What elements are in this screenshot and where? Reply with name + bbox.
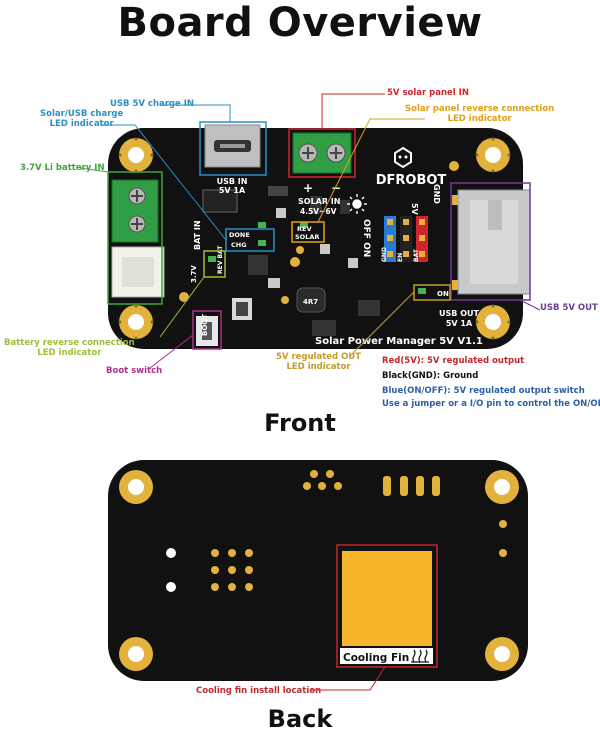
- callout-battery-in: 3.7V Li battery IN: [20, 163, 105, 173]
- callout-bat-rev-line2: LED indicator: [37, 348, 102, 358]
- pin-header: [384, 216, 428, 262]
- silk-usb-in: USB IN: [217, 177, 248, 186]
- jst-battery-connector: [111, 246, 165, 298]
- back-board: Cooling Fin: [108, 460, 528, 691]
- silk-gnd: GND: [432, 184, 441, 204]
- sun-icon: [347, 194, 367, 214]
- silk-plus: +: [303, 181, 313, 195]
- silk-off-on: OFF ON: [361, 219, 371, 257]
- legend-jumper: Use a jumper or a I/O pin to control the…: [382, 399, 600, 409]
- silk-done: DONE: [229, 231, 250, 239]
- callout-solar-rev: Solar panel reverse connection LED indic…: [405, 104, 554, 124]
- silk-bat-voltage: 3.7V: [190, 265, 198, 283]
- callout-boot-switch: Boot switch: [106, 366, 163, 376]
- page-title: Board Overview: [117, 0, 483, 46]
- silk-header-gnd: GND: [381, 247, 388, 262]
- cooling-fin-pad: Cooling Fin: [336, 544, 438, 668]
- silk-5v: 5V: [410, 203, 419, 216]
- callout-solar-rev-line2: LED indicator: [447, 114, 512, 124]
- silk-rev: REV: [297, 225, 311, 233]
- silk-brand: DFROBOT: [376, 173, 447, 188]
- silk-solar: SOLAR: [295, 233, 319, 241]
- back-label: Back: [267, 705, 333, 733]
- silk-solar-range: 4.5V~6V: [300, 207, 337, 216]
- battery-terminal: [111, 179, 159, 243]
- silk-solar-in: SOLAR IN: [298, 197, 340, 206]
- dfrobot-logo-icon: [394, 146, 412, 169]
- callout-charge-led: Solar/USB charge LED indicator: [40, 109, 123, 129]
- callout-out-led-line2: LED indicator: [286, 362, 351, 372]
- silk-boot: BOOT: [201, 314, 209, 336]
- usb-out-connector: [452, 189, 531, 295]
- callout-bat-rev: Battery reverse connection LED indicator: [4, 338, 135, 358]
- silk-cooling-fin: Cooling Fin: [343, 652, 409, 664]
- back-pads: [211, 470, 507, 591]
- callout-out-led-line1: 5V regulated OUT: [276, 352, 361, 362]
- silk-usb-in-rating: 5V 1A: [219, 186, 246, 195]
- silk-bat-in: BAT IN: [193, 220, 202, 250]
- silk-inductor: 4R7: [303, 298, 318, 306]
- callout-usb-out: USB 5V OUT: [540, 303, 598, 313]
- callout-bat-rev-line1: Battery reverse connection: [4, 338, 135, 348]
- front-label: Front: [264, 409, 336, 437]
- silk-rev-bat: REV BAT: [217, 245, 224, 274]
- silk-on: ON: [437, 290, 449, 298]
- silk-header-en: EN: [397, 253, 404, 262]
- callout-out-led: 5V regulated OUT LED indicator: [276, 352, 361, 372]
- callout-charge-led-line1: Solar/USB charge: [40, 109, 124, 119]
- silk-usb-out: USB OUT: [439, 309, 479, 318]
- legend: Red(5V): 5V regulated output Black(GND):…: [382, 354, 600, 409]
- legend-red: Red(5V): 5V regulated output: [382, 356, 525, 366]
- heat-icon: [411, 649, 429, 663]
- silk-header-bat: BAT: [413, 248, 420, 262]
- leader-lines-front: [79, 93, 541, 369]
- callout-solar-in: 5V solar panel IN: [387, 88, 469, 98]
- front-components: [179, 161, 459, 346]
- silk-usb-out-rating: 5V 1A: [446, 319, 473, 328]
- solar-in-terminal: [292, 132, 352, 174]
- legend-blue: Blue(ON/OFF): 5V regulated output switch: [382, 386, 585, 396]
- callout-usb-charge-in: USB 5V charge IN: [110, 99, 195, 109]
- silk-minus: −: [331, 181, 341, 195]
- callout-charge-led-line2: LED indicator: [49, 119, 114, 129]
- callout-cooling-fin: Cooling fin install location: [196, 686, 322, 696]
- silk-product-name: Solar Power Manager 5V V1.1: [315, 336, 483, 347]
- usb-in-connector: [204, 124, 261, 168]
- front-board: USB IN 5V 1A DFROBOT + − SOLAR IN 4.5V~6…: [79, 93, 541, 369]
- callout-solar-rev-line1: Solar panel reverse connection: [405, 104, 555, 114]
- silk-chg: CHG: [231, 241, 247, 249]
- legend-black: Black(GND): Ground: [382, 371, 479, 381]
